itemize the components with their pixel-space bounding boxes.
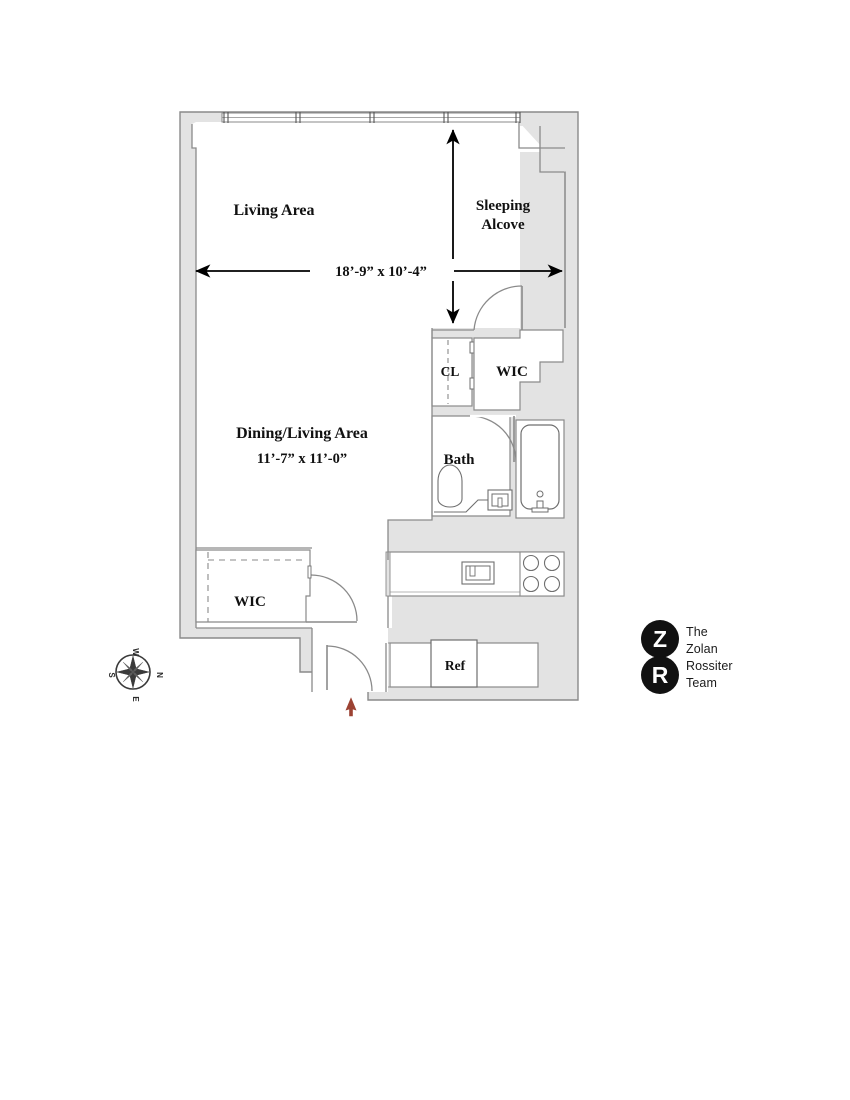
window-mullions (223, 112, 521, 123)
entry-door-arc (326, 645, 373, 692)
burner-4 (543, 575, 561, 593)
burner-2 (543, 554, 561, 572)
logo-line-3: Rossiter (686, 659, 733, 673)
compass-letter-left: S (107, 672, 116, 678)
foyer-floor (312, 628, 388, 692)
dimension-living-sleeping: 18’-9” x 10’-4” (335, 264, 427, 280)
brand-logo[interactable]: Z R The Zolan Rossiter Team (641, 618, 781, 698)
bathtub-faucet-base (531, 507, 549, 513)
interior-wall-left (191, 124, 197, 628)
logo-initial-z: Z (641, 620, 679, 658)
logo-line-4: Team (686, 676, 717, 690)
window-bank-top (221, 112, 521, 123)
burner-3 (522, 575, 540, 593)
bathtub-drain (536, 490, 544, 498)
label-living-area: Living Area (233, 202, 314, 219)
wic-lower-interior (195, 549, 311, 623)
room-labels: Living Area Sleeping Alcove Dining/Livin… (233, 198, 530, 673)
dimension-lines (195, 129, 563, 324)
closet-wic-block (431, 285, 564, 411)
compass-points-major (116, 655, 150, 689)
burner-1 (522, 554, 540, 572)
label-closet-cl: CL (441, 364, 460, 379)
wic-lower-door-arc (310, 574, 358, 622)
bath-sink-faucet (497, 497, 503, 508)
label-sleeping-alcove-line1: Sleeping (476, 198, 531, 214)
bath-room (431, 414, 565, 519)
partition-dining-to-bath (387, 328, 433, 560)
kitchen-faucet (469, 565, 476, 577)
label-bath: Bath (444, 452, 476, 468)
label-wic-lower: WIC (234, 594, 266, 610)
logo-initials: Z R (641, 620, 683, 694)
alcove-notch-edge (539, 126, 565, 149)
compass-letter-bottom: E (131, 696, 140, 702)
toilet-counter-edge (434, 499, 489, 513)
kitchen (385, 551, 565, 688)
alcove-notch-fill (519, 122, 565, 172)
entrance-direction-arrow (345, 697, 357, 717)
toilet (437, 464, 463, 508)
logo-wordmark: The Zolan Rossiter Team (686, 624, 733, 692)
closet-cl-interior (431, 337, 473, 407)
logo-line-1: The (686, 625, 708, 639)
dim-text-halo (310, 259, 454, 281)
label-refrigerator: Ref (445, 658, 466, 673)
wic-lower (195, 549, 358, 623)
compass-letter-top: W (131, 648, 140, 656)
label-dining-living-area: Dining/Living Area (236, 425, 368, 442)
logo-initial-r: R (641, 656, 679, 694)
compass-points-minor (122, 661, 144, 683)
logo-line-2: Zolan (686, 642, 718, 656)
label-wic-upper: WIC (496, 364, 528, 380)
interior-partitions (196, 328, 433, 629)
compass-letter-right: N (155, 672, 164, 678)
wic-lower-door-jamb (307, 565, 312, 579)
wic-upper-interior (473, 329, 564, 411)
compass-rose: W N E S (107, 648, 164, 702)
label-sleeping-alcove-line2: Alcove (481, 217, 525, 233)
dimension-labels: 18’-9” x 10’-4” 11’-7” x 11’-0” (257, 264, 427, 467)
entry-foyer (311, 628, 388, 692)
refrigerator (430, 639, 478, 688)
dimension-dining-living: 11’-7” x 11’-0” (257, 451, 347, 467)
wic-upper-door-arc (473, 285, 523, 331)
